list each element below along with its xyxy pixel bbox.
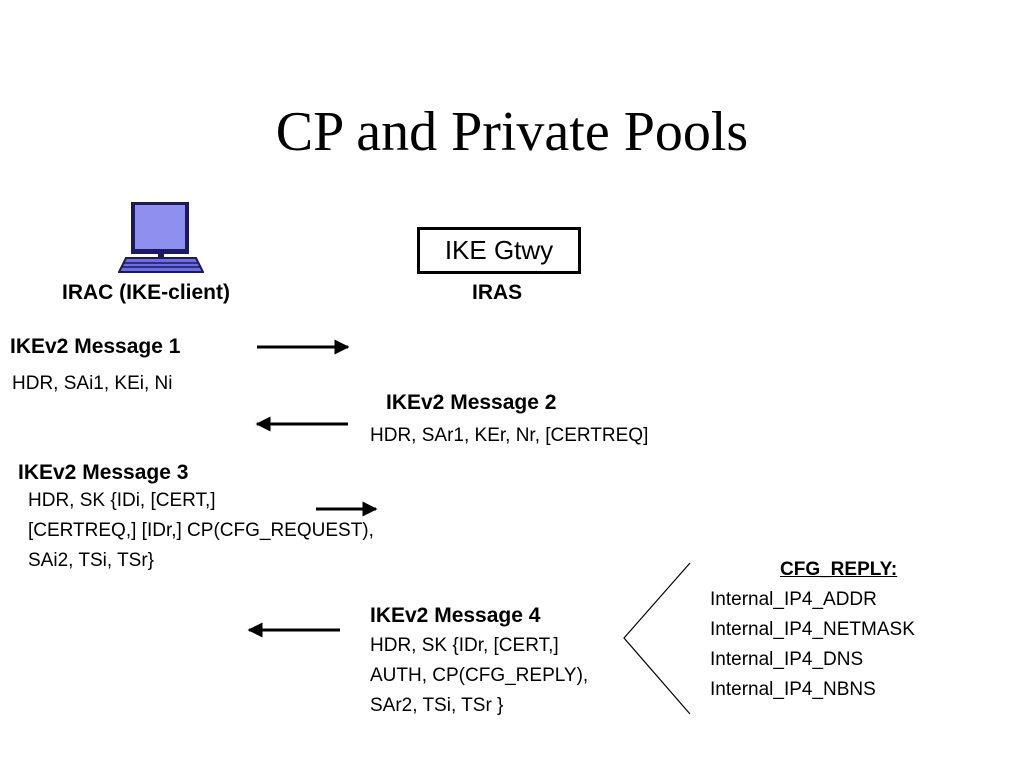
- client-label: IRAC (IKE-client): [62, 281, 230, 304]
- message-4-line-2: AUTH, CP(CFG_REPLY),: [370, 665, 589, 686]
- cfg-reply-bracket: [623, 562, 691, 715]
- message-4-line-1: HDR, SK {IDr, [CERT,]: [370, 635, 559, 656]
- gateway-label: IRAS: [472, 281, 523, 304]
- message-1-line-1: HDR, SAi1, KEi, Ni: [12, 373, 173, 394]
- cfg-reply-item-1: Internal_IP4_ADDR: [710, 589, 877, 610]
- laptop-icon: [117, 201, 205, 278]
- message-4-line-3: SAr2, TSi, TSr }: [370, 695, 504, 716]
- message-4-title: IKEv2 Message 4: [370, 604, 541, 627]
- message-2-title: IKEv2 Message 2: [386, 391, 557, 414]
- cfg-reply-title: CFG_REPLY:: [780, 559, 898, 580]
- cfg-reply-item-2: Internal_IP4_NETMASK: [710, 619, 915, 640]
- slide-title: CP and Private Pools: [275, 101, 749, 163]
- cfg-reply-item-4: Internal_IP4_NBNS: [710, 679, 876, 700]
- message-3-line-1: HDR, SK {IDi, [CERT,]: [28, 490, 216, 511]
- message-3-line-3: SAi2, TSi, TSr}: [28, 550, 155, 571]
- gateway-box: IKE Gtwy: [417, 227, 581, 274]
- message-3-line-2: [CERTREQ,] [IDr,] CP(CFG_REQUEST),: [28, 520, 374, 541]
- cfg-reply-item-3: Internal_IP4_DNS: [710, 649, 864, 670]
- message-2-line-1: HDR, SAr1, KEr, Nr, [CERTREQ]: [370, 425, 649, 446]
- message-1-title: IKEv2 Message 1: [10, 335, 181, 358]
- message-3-title: IKEv2 Message 3: [18, 461, 189, 484]
